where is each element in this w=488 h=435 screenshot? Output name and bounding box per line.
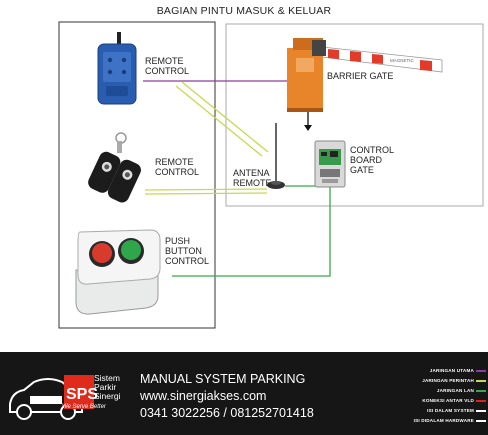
company-logo: SPS: [9, 375, 98, 420]
command-line-remote2-a: [144, 188, 268, 191]
remote-control-keyfob-icon: [88, 132, 141, 203]
diagram-drawing: MAGNETIC: [58, 21, 484, 329]
remote-control-blue-icon: [97, 32, 137, 105]
brand-line-3: Sinergi: [94, 391, 121, 401]
push-button-label: PUSH BUTTON CONTROL: [165, 236, 210, 266]
legend-swatch-3: [476, 390, 486, 392]
remote-control-label-1: REMOTE CONTROL: [145, 56, 190, 76]
arrow-head-icon: [304, 125, 312, 131]
legend-label-5: ISI DALAM SYSTEM: [427, 408, 474, 413]
antenna-icon: [267, 123, 285, 189]
gate-group-box: [225, 23, 484, 207]
command-line-remote2-b: [144, 192, 268, 195]
footer-title: MANUAL SYSTEM PARKING: [140, 372, 306, 386]
brand-line-1: Sistem: [94, 373, 120, 383]
legend-swatch-2: [476, 380, 486, 382]
legend-label-3: JARINGAN LAN: [436, 388, 474, 393]
legend-label-1: JARINGAN UTAMA: [429, 368, 474, 373]
antenna-remote-label: ANTENA REMOTE: [233, 168, 272, 188]
legend-label-4: KONEKSI ANTAR VLD: [422, 398, 474, 403]
legend-swatch-4: [476, 400, 486, 402]
diagram-title: BAGIAN PINTU MASUK & KELUAR: [156, 5, 332, 17]
legend-swatch-5: [476, 410, 486, 412]
barrier-gate-icon: MAGNETIC: [287, 38, 443, 112]
footer-banner: SPS Sistem Parkir Sinergi We Serve Bette…: [0, 352, 488, 435]
footer-phone: 0341 3022256 / 081252701418: [140, 406, 314, 420]
legend-swatch-1: [476, 370, 486, 372]
barrier-gate-label: BARRIER GATE: [327, 71, 394, 81]
control-board-icon: [314, 140, 346, 188]
lan-line-push-button: [172, 182, 331, 277]
barrier-arm-label: MAGNETIC: [390, 58, 415, 63]
device-group-box: [58, 21, 216, 329]
control-board-label: CONTROL BOARD GATE: [350, 145, 395, 175]
command-line-remote1-a: [175, 85, 263, 157]
brand-line-2: Parkir: [94, 382, 117, 392]
legend-label-2: JARINGAN PERINTAH: [422, 378, 474, 383]
legend-swatch-6: [476, 420, 486, 422]
legend-label-6: ISI DIDALAM HARDWARE: [413, 418, 474, 423]
brand-tagline: We Serve Better: [62, 404, 106, 410]
logo-letters: SPS: [66, 386, 98, 403]
push-button-control-icon: [75, 229, 161, 315]
footer-website: www.sinergiakses.com: [140, 389, 267, 403]
command-line-remote1-b: [181, 81, 269, 153]
remote-control-label-2: REMOTE CONTROL: [155, 157, 200, 177]
